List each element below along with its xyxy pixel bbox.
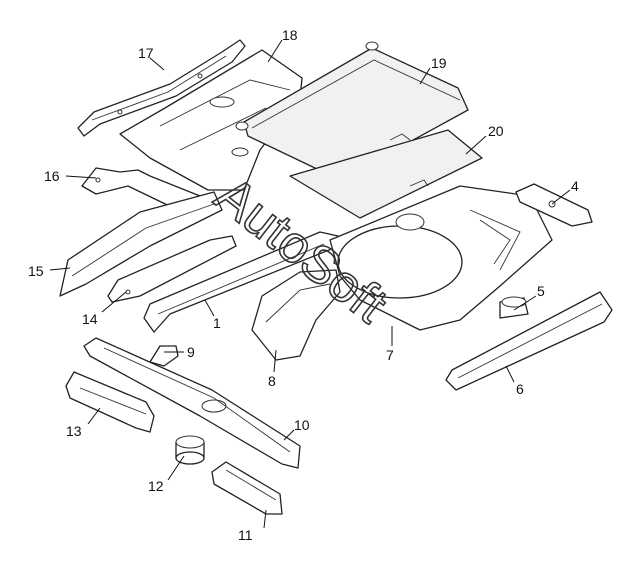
callout-19: 19 bbox=[431, 55, 447, 71]
part-6-rear-panel bbox=[445, 291, 613, 391]
callout-18: 18 bbox=[282, 27, 298, 43]
callout-15: 15 bbox=[28, 263, 44, 279]
part-12-cup bbox=[175, 435, 205, 465]
callout-14: 14 bbox=[82, 311, 98, 327]
callout-labels: 1 4 5 6 7 8 9 10 11 12 13 14 15 16 17 18… bbox=[28, 27, 579, 543]
part-14-inner-sill bbox=[107, 235, 237, 303]
callout-13: 13 bbox=[66, 423, 82, 439]
callout-12: 12 bbox=[148, 478, 164, 494]
part-7-trunk-floor bbox=[329, 185, 553, 331]
leader-lines bbox=[49, 39, 571, 529]
callout-16: 16 bbox=[44, 168, 60, 184]
callout-5: 5 bbox=[537, 283, 545, 299]
part-15-side-rail bbox=[59, 191, 223, 297]
callout-6: 6 bbox=[516, 381, 524, 397]
callout-4: 4 bbox=[571, 178, 579, 194]
part-19-parcel-shelf bbox=[235, 41, 469, 181]
callout-8: 8 bbox=[268, 373, 276, 389]
part-17-rail bbox=[77, 39, 246, 137]
part-13-lower-beam bbox=[65, 371, 155, 433]
part-10-lower-crossmember bbox=[83, 337, 301, 469]
callout-9: 9 bbox=[187, 344, 195, 360]
callout-11: 11 bbox=[238, 527, 253, 543]
part-5-bump-stop bbox=[499, 296, 529, 319]
part-8-wheel-arch bbox=[251, 269, 341, 361]
part-18-floor-panel bbox=[119, 49, 303, 191]
callout-17: 17 bbox=[138, 45, 154, 61]
part-11-channel bbox=[211, 461, 283, 515]
part-9-small-bracket bbox=[149, 345, 179, 367]
callout-1: 1 bbox=[213, 315, 221, 331]
callout-7: 7 bbox=[386, 347, 394, 363]
callout-20: 20 bbox=[488, 123, 504, 139]
callout-10: 10 bbox=[294, 417, 310, 433]
part-20-floor-board bbox=[289, 129, 483, 219]
